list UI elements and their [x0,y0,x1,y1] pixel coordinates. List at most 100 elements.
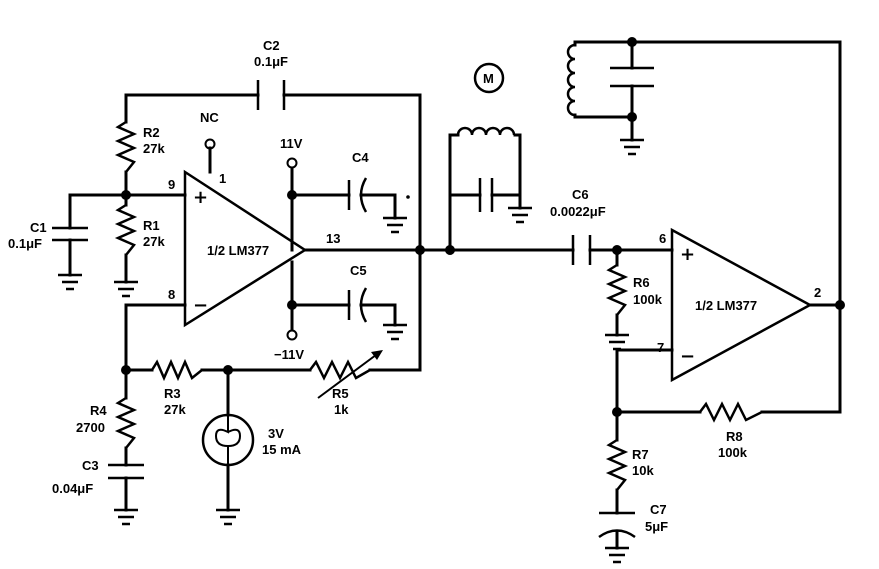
junction-dot [415,245,425,255]
component-value: 27k [164,402,186,417]
supply-terminals: NC 11V −11V [200,110,304,362]
component-ref: C3 [82,458,99,473]
component-ref: R8 [726,429,743,444]
opamp-u1: + − 1/2 LM377 9 8 13 1 [168,169,340,328]
capacitor-plates [256,80,286,110]
lamp-filament [214,415,242,448]
terminal-pos-supply [286,157,298,169]
ground-icon [114,280,138,298]
opamp-label: 1/2 LM377 [207,243,269,258]
opamp-triangle [670,227,813,383]
pin-number: 6 [659,231,666,246]
neg-supply-label: −11V [274,347,304,362]
inductor-coil [566,43,576,117]
potentiometer-arrow [317,351,381,399]
resistor-r5: R5 1k [309,350,383,417]
nc-label: NC [200,110,219,125]
pin-number: 7 [657,340,664,355]
capacitor-plates [571,235,592,265]
component-value: 5μF [645,519,668,534]
component-ref: R6 [633,275,650,290]
capacitor-plates [610,66,654,88]
component-value: 100k [633,292,663,307]
resistor-zigzag [150,358,203,382]
resistor-r1: R1 27k [114,203,165,256]
junction-dots [121,37,845,417]
opamp-triangle [183,169,308,328]
component-ref: C2 [263,38,280,53]
component-ref: C7 [650,502,667,517]
component-ref: R1 [143,218,160,233]
junction-dot [121,190,131,200]
junction-dot [445,245,455,255]
pos-supply-label: 11V [280,136,303,151]
capacitor-plates [478,178,494,212]
capacitor-c3: C3 0.04μF [52,458,144,496]
component-ref: C5 [350,263,367,278]
pin-number: 1 [219,171,226,186]
opamp-u2: + − 1/2 LM377 6 7 2 [657,227,821,383]
pin-number: 13 [326,231,340,246]
meter: M [473,62,505,94]
resistor-r6: R6 100k [605,263,663,316]
inverting-sign: − [193,295,208,316]
capacitor-top-tank [610,66,654,88]
opamp-label: 1/2 LM377 [695,298,757,313]
junction-dot [627,112,637,122]
inductor-meter [456,126,516,136]
component-ref: C6 [572,187,589,202]
ground-icon [383,216,407,234]
capacitor-c5: C5 [347,263,397,327]
resistor-r2: R2 27k [114,120,165,173]
pin-number: 8 [168,287,175,302]
resistor-zigzag [114,203,138,256]
component-value: 0.0022μF [550,204,606,219]
noninverting-sign: + [680,244,695,265]
capacitor-c4: C4 [347,150,410,220]
meter-circle [473,62,505,94]
component-ref: C4 [352,150,369,165]
pin-number: 2 [814,285,821,300]
meter-label: M [483,71,494,86]
junction-dot [612,407,622,417]
ground-icon [508,206,532,224]
component-value: 0.1μF [8,236,42,251]
pin-number: 9 [168,177,175,192]
component-value: 27k [143,234,165,249]
capacitor-plates [52,226,88,242]
resistor-r8: R8 100k [699,401,763,460]
resistor-zigzag [114,396,138,449]
resistor-zigzag [605,263,629,316]
component-value: 0.04μF [52,481,93,496]
component-ref: R3 [164,386,181,401]
ground-icon [605,546,629,564]
capacitor-c6: C6 0.0022μF [550,187,606,265]
ground-icon [58,273,82,291]
component-value: 2700 [76,420,105,435]
stray-mark [406,195,410,199]
ground-icon [620,138,644,156]
capacitor-plates [108,463,144,480]
ground-icon [383,323,407,341]
component-value: 27k [143,141,165,156]
component-ref: R5 [332,386,349,401]
resistor-zigzag [114,120,138,173]
potentiometer-arrowhead [371,350,383,360]
junction-dot [835,300,845,310]
lamp-voltage: 3V [268,426,284,441]
resistor-zigzag [309,359,371,381]
lamp-current: 15 mA [262,442,302,457]
capacitor-c2: C2 0.1μF [254,38,288,110]
ground-icon [605,333,629,351]
component-value: 0.1μF [254,54,288,69]
resistor-r4: R4 2700 [76,396,138,449]
ground-symbols [58,138,644,564]
component-value: 10k [632,463,654,478]
junction-dot [121,365,131,375]
lamp: 3V 15 mA [201,413,302,467]
component-ref: R7 [632,447,649,462]
junction-dot [287,300,297,310]
junction-dot [223,365,233,375]
inverting-sign: − [680,346,695,367]
capacitor-c7: C7 5μF [598,502,668,539]
